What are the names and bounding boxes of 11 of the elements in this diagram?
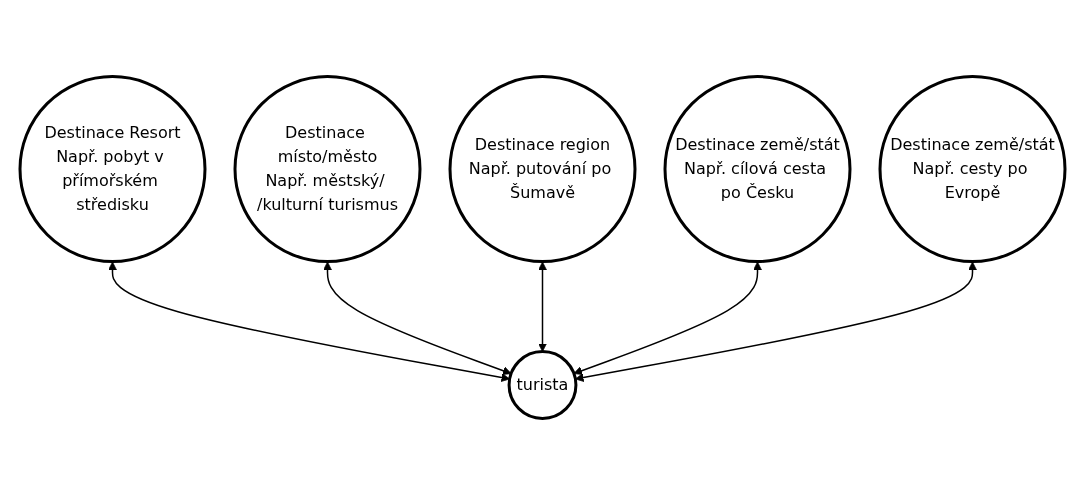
node-circle: Destinace země/stát Např. cesty po Evropě	[878, 75, 1066, 264]
arrow	[574, 261, 977, 382]
arrow	[537, 261, 547, 352]
node-circle: Destinace region Např. putování po Šumavě	[448, 75, 636, 264]
node-circle: Destinace Resort Např. pobyt v přímořském středisku	[18, 75, 206, 264]
arrow	[573, 261, 762, 375]
node-circle: turista	[507, 350, 577, 420]
arrow	[322, 261, 511, 375]
arrow	[107, 261, 510, 382]
node-circle: Destinace místo/město Např. městský/ /kulturní turismus	[233, 75, 421, 264]
node-circle: Destinace země/stát Např. cílová cesta po Česku	[663, 75, 851, 264]
